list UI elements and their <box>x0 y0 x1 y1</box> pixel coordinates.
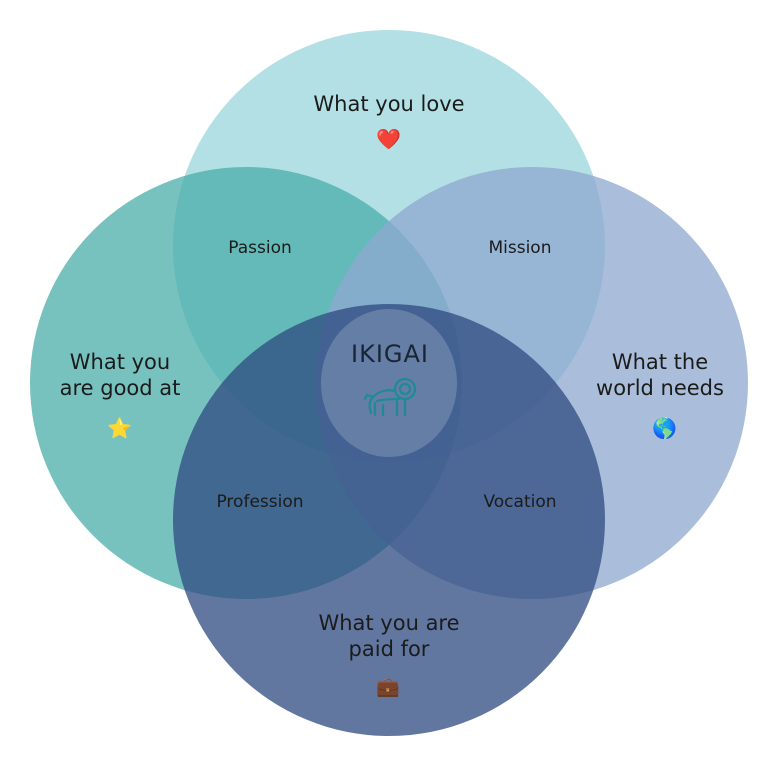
label-passion: Passion <box>228 238 292 258</box>
lion-icon <box>363 377 417 417</box>
label-what-you-are-good-at: What you are good at <box>59 350 181 400</box>
label-vocation: Vocation <box>483 492 557 512</box>
label-mission: Mission <box>488 238 552 258</box>
circle-what-you-are-paid-for <box>173 304 605 736</box>
label-ikigai: IKIGAI <box>351 340 429 368</box>
star-icon: ⭐ <box>107 416 132 440</box>
briefcase-icon: 💼 <box>376 676 400 698</box>
label-profession: Profession <box>216 492 304 512</box>
heart-icon: ❤️ <box>376 127 401 151</box>
label-what-the-world-needs: What the world needs <box>596 350 724 400</box>
label-what-you-are-paid-for: What you are paid for <box>318 611 460 661</box>
globe-icon: 🌎 <box>652 416 677 440</box>
center-highlight <box>321 309 457 457</box>
label-what-you-love: What you love <box>313 92 465 116</box>
